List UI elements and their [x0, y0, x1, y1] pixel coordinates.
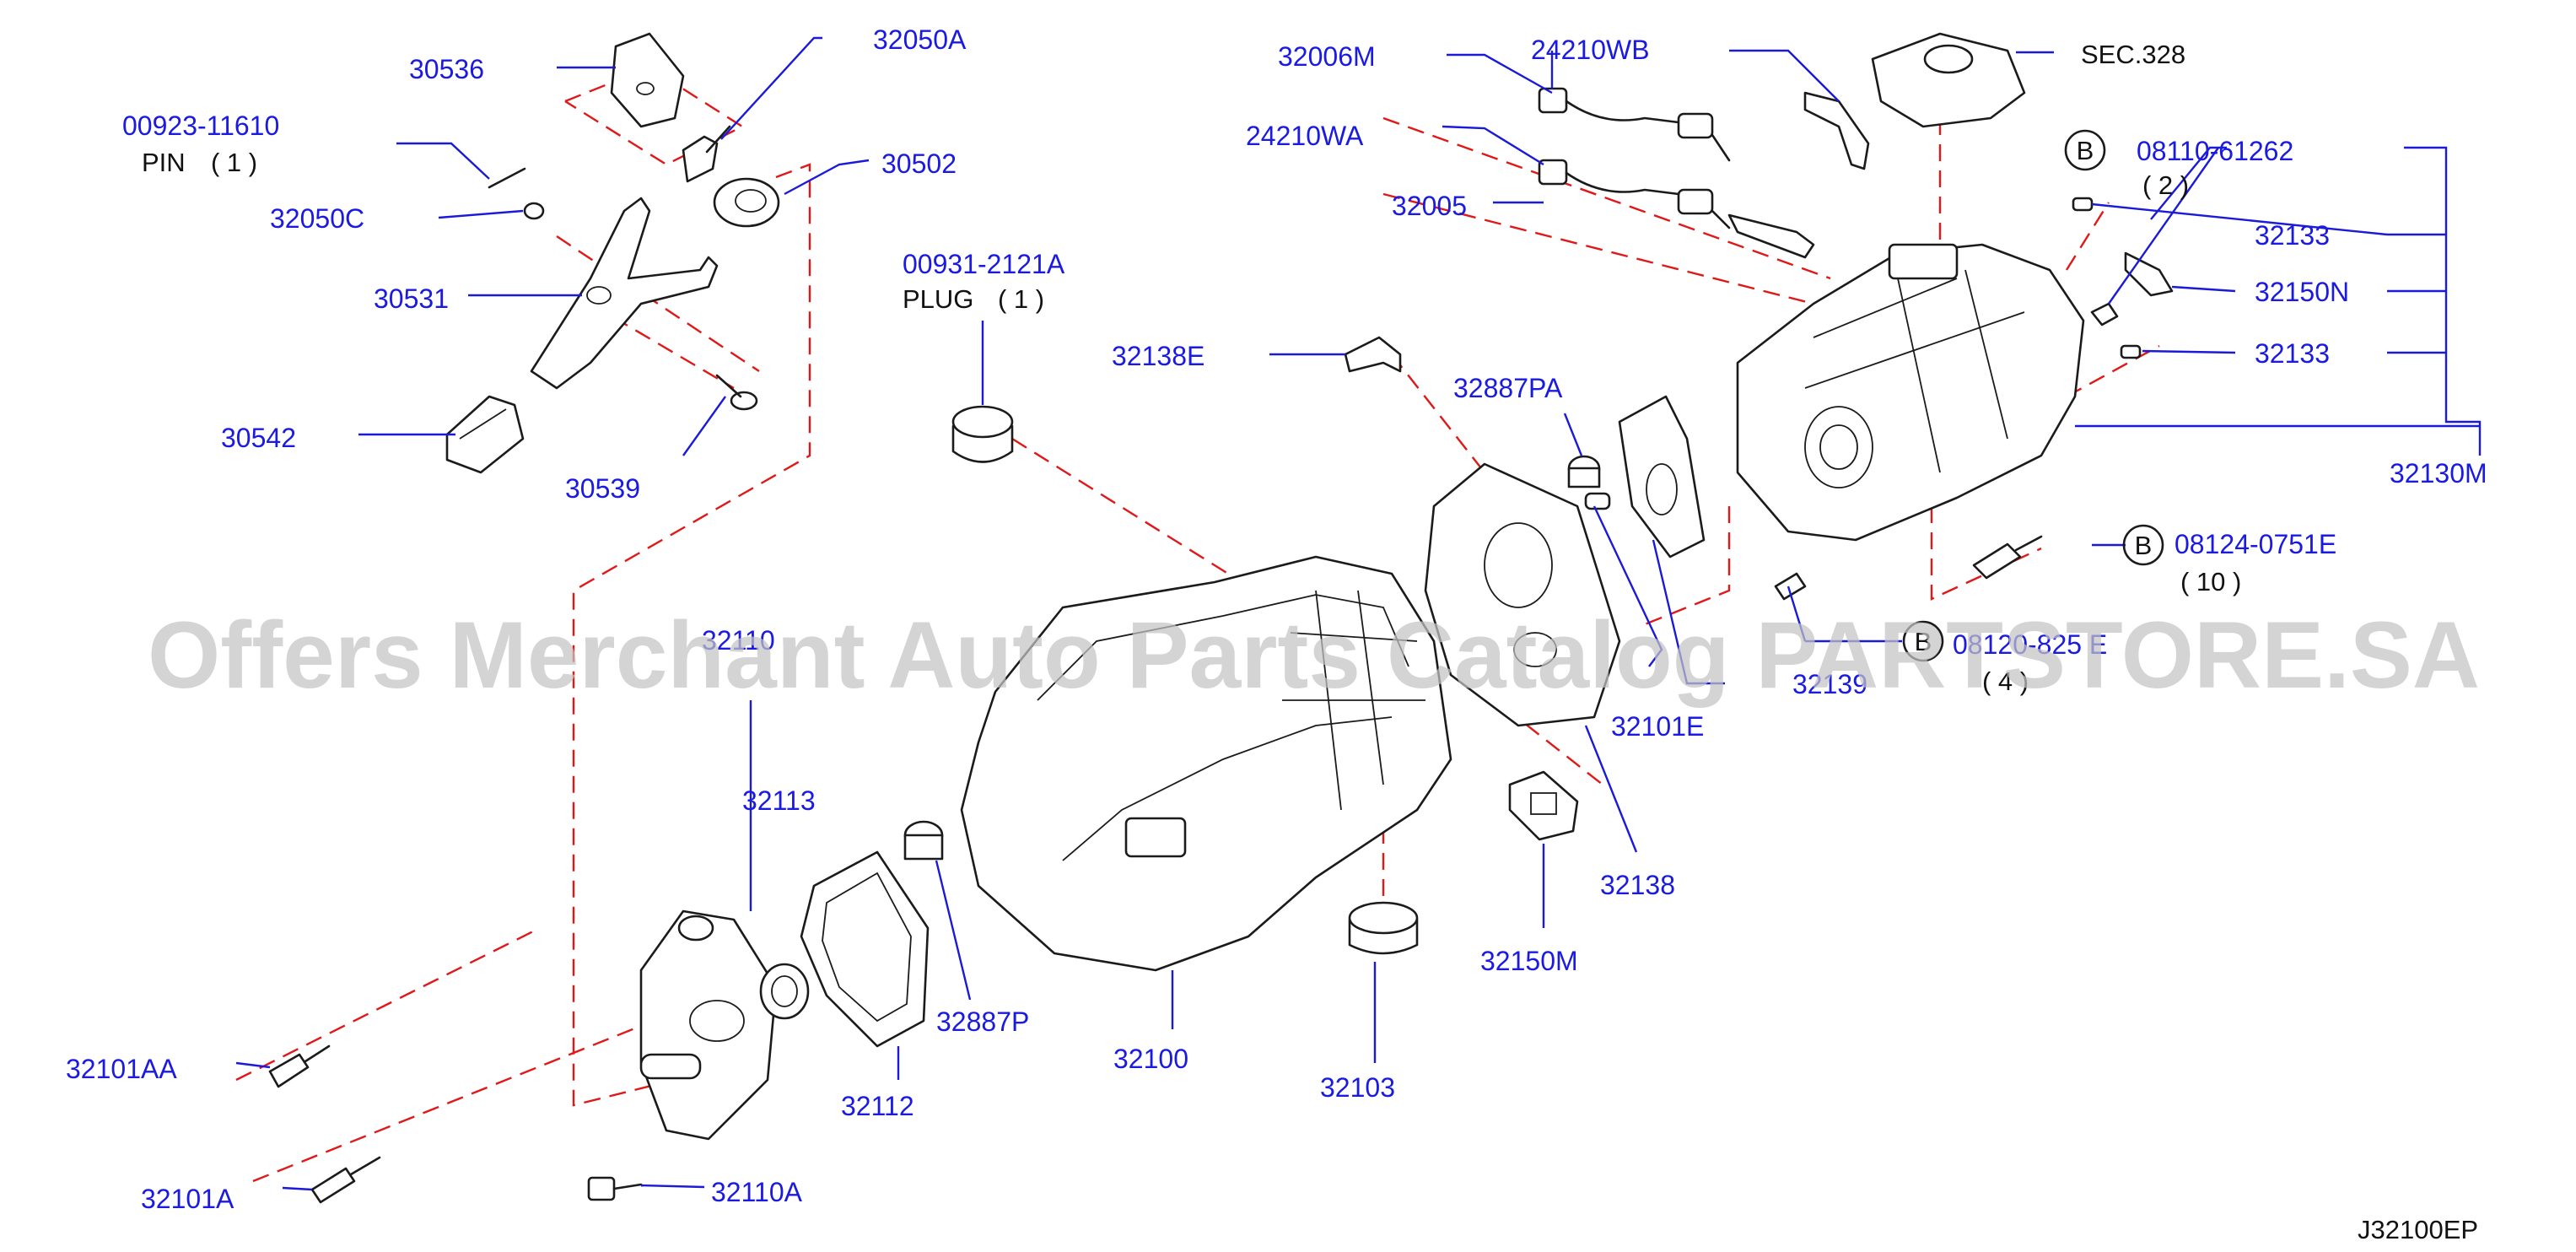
label-32103[interactable]: 32103: [1320, 1072, 1395, 1103]
label-32110[interactable]: 32110: [702, 625, 775, 656]
label-08110-61262-qty: ( 2 ): [2142, 170, 2189, 200]
label-32133-lower[interactable]: 32133: [2255, 338, 2330, 369]
label-30539[interactable]: 30539: [565, 473, 640, 504]
label-08124-0751E[interactable]: 08124-0751E: [2175, 529, 2336, 559]
label-32110A[interactable]: 32110A: [711, 1177, 803, 1207]
bolt-32101A: [310, 1156, 381, 1204]
label-24210WA[interactable]: 24210WA: [1246, 121, 1364, 151]
label-32150M[interactable]: 32150M: [1480, 946, 1578, 976]
pin-32138E: [1344, 336, 1402, 373]
label-32113[interactable]: 32113: [742, 785, 816, 816]
adapter-plate-32101E: [1424, 462, 1621, 727]
label-32138[interactable]: 32138: [1600, 870, 1675, 900]
switch-24210WB: [1538, 87, 1731, 162]
switch-24210WA: [1538, 159, 1731, 229]
label-081x0-825E-qty: ( 4 ): [1982, 666, 2029, 696]
clutch-housing-32100: [960, 555, 1452, 972]
label-pin: PIN: [142, 148, 186, 177]
bolt-081x0-825E: [1774, 572, 1807, 601]
bolt-32101AA: [268, 1044, 331, 1088]
label-plug: PLUG: [903, 284, 973, 314]
label-24210WB[interactable]: 24210WB: [1531, 35, 1650, 65]
label-32139[interactable]: 32139: [1792, 669, 1867, 699]
pivot-30539: [715, 374, 758, 411]
label-pin-qty: ( 1 ): [211, 148, 257, 177]
plug-32103: [1348, 901, 1419, 955]
label-00931-2121A[interactable]: 00931-2121A: [903, 249, 1065, 279]
bolt-marker-label: B: [2135, 531, 2153, 560]
gasket-32112: [800, 850, 930, 1048]
gasket-32139: [1618, 395, 1706, 559]
label-plug-qty: ( 1 ): [998, 284, 1044, 314]
label-32050C[interactable]: 32050C: [270, 203, 364, 234]
bolt-32110A: [587, 1176, 643, 1201]
bolt-marker-b-1: B: [2064, 129, 2106, 171]
bushing-32887P: [903, 820, 944, 861]
label-32006M[interactable]: 32006M: [1278, 41, 1376, 72]
bolt-08124-0751E: [1972, 535, 2043, 580]
label-32130M[interactable]: 32130M: [2390, 458, 2487, 488]
plug-00931-2121A: [951, 405, 1014, 463]
label-sec328[interactable]: SEC.328: [2081, 40, 2185, 69]
label-00923-11610[interactable]: 00923-11610: [122, 111, 279, 141]
pin-32133-upper: [2072, 197, 2094, 212]
bolt-08110-61262: [2090, 302, 2119, 326]
label-30531[interactable]: 30531: [374, 283, 449, 314]
label-32050A[interactable]: 32050A: [873, 24, 967, 55]
release-bearing-30502: [713, 177, 780, 228]
bolt-marker-label: B: [2077, 136, 2094, 165]
label-32887PA[interactable]: 32887PA: [1453, 373, 1563, 403]
label-32138E[interactable]: 32138E: [1112, 341, 1204, 371]
label-08124-0751E-qty: ( 10 ): [2180, 567, 2241, 596]
withdrawal-lever-30531: [530, 197, 719, 390]
diagram-code: J32100EP: [2358, 1215, 2478, 1244]
label-30502[interactable]: 30502: [881, 148, 957, 179]
label-32101A[interactable]: 32101A: [141, 1184, 234, 1214]
bolt-32050A: [682, 125, 731, 183]
label-32112[interactable]: 32112: [841, 1091, 914, 1121]
dust-cover-30536: [610, 32, 685, 128]
label-32005[interactable]: 32005: [1392, 191, 1467, 221]
pin-00923-11610: [488, 167, 526, 189]
bracket-32150M: [1508, 770, 1579, 841]
bolt-marker-label: B: [1915, 627, 1932, 656]
bracket-32005: [1727, 213, 1815, 259]
watermark-text: Offers Merchant Auto Parts Catalog PARTS…: [148, 602, 2480, 708]
cover-sec328: [1871, 32, 2026, 128]
leader-lines: [235, 36, 2482, 1191]
transmission-case-32130M: [1736, 243, 2085, 542]
label-32887P[interactable]: 32887P: [936, 1006, 1029, 1037]
clip-32150N: [2124, 251, 2174, 297]
label-32101E[interactable]: 32101E: [1611, 711, 1704, 742]
label-081x0-825E[interactable]: 08120-825 E: [1953, 629, 2107, 660]
bolt-marker-b-2: B: [2122, 524, 2164, 566]
label-30536[interactable]: 30536: [409, 54, 484, 84]
boot-30542: [445, 395, 525, 474]
part-labels: 30536 32050A 00923-11610 PIN ( 1 ) 32050…: [66, 24, 2487, 1214]
pin-32133-lower: [2120, 344, 2142, 359]
bracket-32006M: [1803, 91, 1870, 170]
label-32133-upper[interactable]: 32133: [2255, 220, 2330, 251]
label-32101AA[interactable]: 32101AA: [66, 1054, 177, 1084]
label-08110-61262[interactable]: 08110-61262: [2137, 136, 2293, 166]
front-cover-32110: [639, 909, 778, 1141]
bushing-32887PA: [1567, 455, 1611, 510]
bolt-marker-b-3: B: [1902, 620, 1944, 662]
label-32100[interactable]: 32100: [1113, 1044, 1188, 1074]
label-30542[interactable]: 30542: [221, 423, 296, 453]
washer-32050C: [523, 202, 545, 220]
label-32150N[interactable]: 32150N: [2255, 277, 2349, 307]
oil-seal-32113: [759, 963, 810, 1020]
